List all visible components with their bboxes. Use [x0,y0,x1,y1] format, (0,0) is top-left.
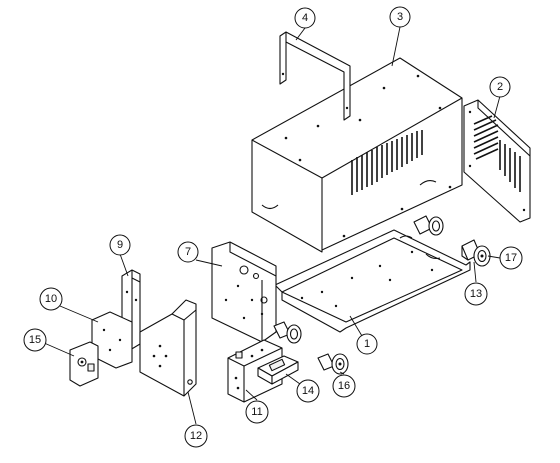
callout-2: 2 [489,76,511,98]
callout-7-label: 7 [185,246,191,258]
part-2-rear-panel [463,99,531,223]
callout-17: 17 [499,246,523,270]
callout-14: 14 [296,379,320,403]
callout-17-label: 17 [505,252,517,264]
caster-rear [413,215,444,236]
callout-12: 12 [184,424,208,448]
callout-16: 16 [332,374,356,398]
callout-7: 7 [177,241,199,263]
callout-1: 1 [356,333,378,355]
callout-4-label: 4 [302,12,308,24]
part-14-connector [257,355,299,385]
callout-9: 9 [109,234,131,256]
part-4-handle [279,31,351,121]
rear-panel-vents [473,115,521,192]
callout-4: 4 [294,7,316,29]
part-16-caster [317,353,349,375]
callout-13-label: 13 [470,288,482,300]
callout-1-label: 1 [364,338,370,350]
part-12-bracket [139,299,197,397]
part-7-front-panel [211,241,277,343]
callout-3: 3 [389,6,411,28]
callout-11-label: 11 [251,406,262,418]
callout-2-label: 2 [497,81,503,93]
part-3-cover [251,57,463,253]
callout-10: 10 [39,287,63,311]
callout-11: 11 [245,400,269,424]
callout-14-label: 14 [302,385,314,397]
callout-13: 13 [464,282,488,306]
part-13-17-caster [461,239,491,267]
callout-3-label: 3 [397,11,403,23]
part-15-switch-plate [69,341,99,387]
caster-front [273,321,302,344]
callout-10-label: 10 [45,293,57,305]
callout-12-label: 12 [190,430,202,442]
cover-vent-slots [351,130,423,195]
callout-15: 15 [23,328,47,352]
part-11-terminal-box [227,339,283,403]
callout-9-label: 9 [117,239,123,251]
callout-16-label: 16 [338,380,350,392]
part-1-base-plate [274,229,471,333]
callout-15-label: 15 [29,334,41,346]
